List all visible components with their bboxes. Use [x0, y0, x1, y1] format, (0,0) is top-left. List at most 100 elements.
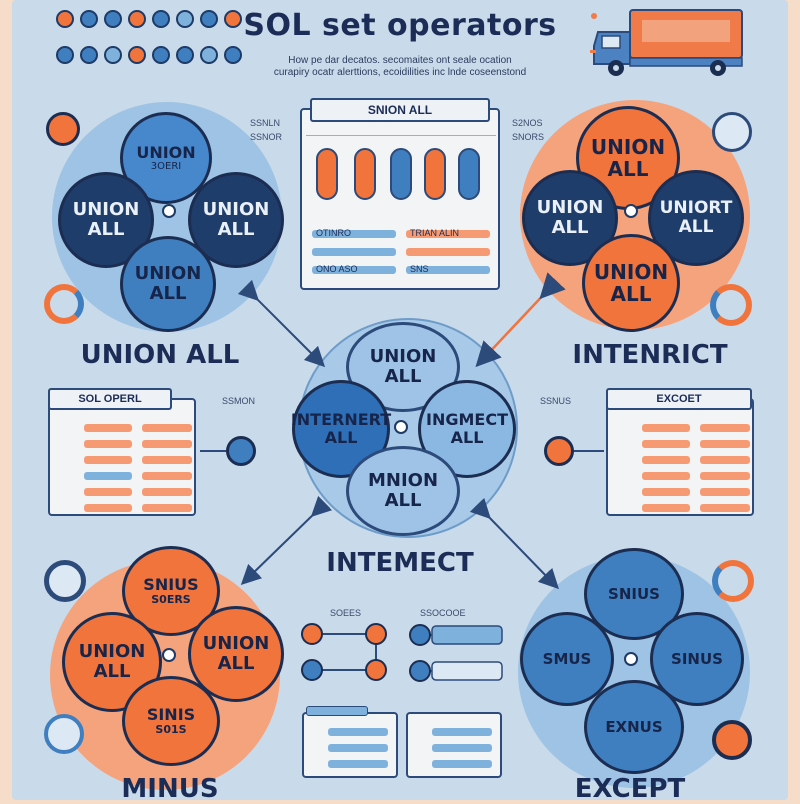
circle-label: EXNUS	[605, 717, 663, 736]
table-bar	[84, 488, 132, 496]
note-text: S2NOS	[512, 118, 543, 128]
circle-sublabel: S01S	[155, 722, 187, 736]
circle-label: UNION ALL	[202, 199, 270, 240]
ring-icon	[712, 720, 752, 760]
circle-dot-icon	[152, 10, 170, 28]
circle-label: UNION	[136, 142, 196, 162]
table-bar	[642, 472, 690, 480]
table-bar	[142, 488, 192, 496]
page-title: SOL set operators	[243, 8, 557, 43]
circle-label: SMUS	[542, 649, 592, 668]
table-row-label: SNS	[410, 264, 429, 274]
donut-icon	[44, 284, 84, 324]
ring-icon	[46, 112, 80, 146]
table-bar	[142, 424, 192, 432]
circle-label: UNION ALL	[72, 199, 140, 240]
table-bar	[142, 456, 192, 464]
circle-label: SNIUS	[608, 584, 660, 603]
center-dot-icon	[162, 204, 176, 218]
table-bar	[312, 230, 396, 238]
circle-dot-icon	[176, 10, 194, 28]
table-bar	[142, 440, 192, 448]
circle-label: UNIORT ALL	[659, 198, 733, 237]
delivery-truck-icon	[590, 9, 743, 76]
table-bar	[642, 456, 690, 464]
node-icon	[226, 436, 256, 466]
value-pill	[354, 148, 376, 200]
table-bar	[642, 424, 690, 432]
union-all-bottom-circle[interactable]: UNION ALL	[120, 236, 216, 332]
table-bar	[642, 440, 690, 448]
circle-sublabel: 3OERI	[150, 161, 182, 173]
donut-icon	[712, 560, 754, 602]
node-graph-left	[301, 623, 387, 681]
circle-dot-icon	[80, 46, 98, 64]
table-bar	[328, 744, 388, 752]
circle-label: UNION ALL	[202, 633, 270, 674]
divider	[306, 135, 496, 136]
circle-dot-icon	[128, 46, 146, 64]
circle-dot-icon	[104, 10, 122, 28]
circle-dot-icon	[224, 46, 242, 64]
center-dot-icon	[162, 648, 176, 662]
circle-label: UNION ALL	[593, 260, 669, 306]
circle-label: UNION ALL	[590, 135, 666, 181]
circle-dot-icon	[80, 10, 98, 28]
center-dot-icon	[624, 652, 638, 666]
center-bottom-circle[interactable]: MNION ALL	[346, 446, 460, 536]
table-bar	[700, 424, 750, 432]
table-bar	[84, 440, 132, 448]
table-bar	[432, 728, 492, 736]
union-all-table-title: SNION ALL	[310, 98, 490, 122]
page-subtitle-line-2: curapiry ocatr alerttions, ecoidilities …	[273, 67, 527, 78]
note-text: SSMON	[222, 396, 256, 406]
table-bar	[700, 504, 750, 512]
except-bottom-circle[interactable]: EXNUS	[584, 680, 684, 774]
circle-dot-icon	[56, 10, 74, 28]
circle-dot-icon	[176, 46, 194, 64]
ring-icon	[44, 560, 86, 602]
circle-dot-icon	[152, 46, 170, 64]
minus-right-circle[interactable]: UNION ALL	[188, 606, 284, 702]
intersect-caption: INTENRICT	[572, 340, 728, 370]
circle-dot-icon	[104, 46, 122, 64]
ring-icon	[712, 112, 752, 152]
except-left-circle[interactable]: SMUS	[520, 612, 614, 706]
table-bar	[328, 760, 388, 768]
table-row-label: OTINRO	[316, 228, 351, 238]
table-bar	[312, 266, 396, 274]
intersect-bottom-circle[interactable]: UNION ALL	[582, 234, 680, 332]
note-text: SSOCOOE	[420, 608, 466, 618]
center-caption: INTEMECT	[326, 548, 474, 578]
circle-dot-icon	[128, 10, 146, 28]
circle-dot-icon	[200, 46, 218, 64]
note-text: SSNUS	[540, 396, 572, 406]
table-bar	[432, 760, 492, 768]
note-text: SOEES	[330, 608, 362, 618]
ring-icon	[44, 714, 84, 754]
circle-label: INGMECT ALL	[426, 410, 508, 447]
circle-dot-icon	[200, 10, 218, 28]
table-bar	[700, 488, 750, 496]
circle-label: MNION ALL	[367, 470, 439, 511]
union-all-caption: UNION ALL	[80, 340, 240, 370]
except-caption: EXCEPT	[574, 774, 686, 804]
donut-icon	[710, 284, 752, 326]
circle-label: UNION ALL	[536, 197, 604, 238]
table-row-label: ONO ASO	[316, 264, 358, 274]
table-bar	[84, 424, 132, 432]
table-bar	[432, 744, 492, 752]
circle-label: SINIS	[146, 705, 196, 725]
circle-sublabel: S0ERS	[151, 592, 191, 606]
table-row-label: TRIAN ALIN	[410, 228, 460, 238]
center-dot-icon	[394, 420, 408, 434]
connector-line	[560, 450, 604, 452]
minus-left-circle[interactable]: UNION ALL	[62, 612, 162, 712]
table-bar	[312, 248, 396, 256]
circle-label: UNION ALL	[369, 346, 437, 387]
value-pill	[390, 148, 412, 200]
page-subtitle-line-1: How pe dar decatos. secomaites ont seale…	[288, 55, 512, 66]
table-bar	[84, 504, 132, 512]
